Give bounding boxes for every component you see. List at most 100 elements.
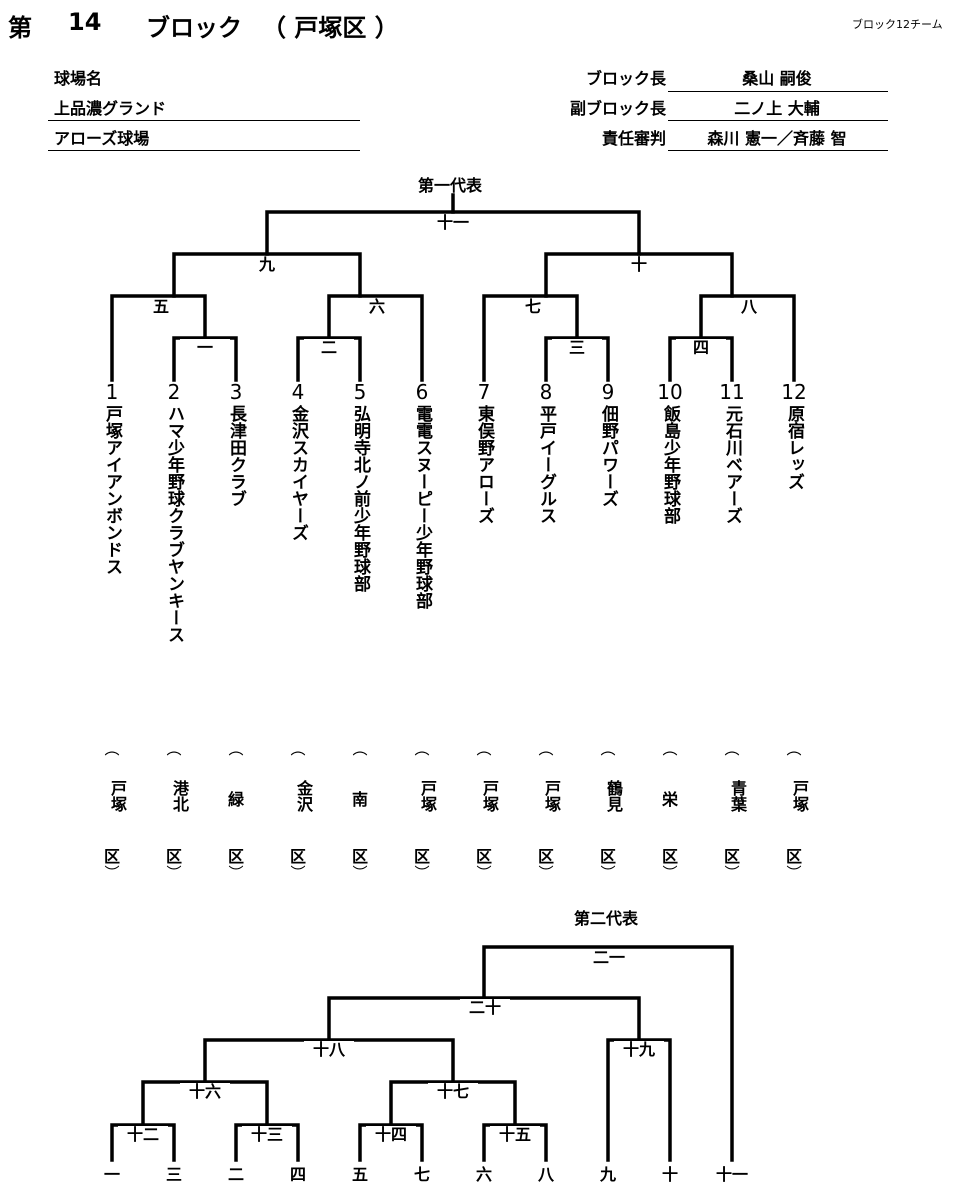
team-number: 10: [657, 380, 683, 404]
team-number: 5: [353, 380, 367, 404]
team-number: 1: [105, 380, 119, 404]
team-name: 金沢スカイヤーズ: [288, 405, 308, 541]
match-label-20: 二十: [460, 999, 510, 1017]
team-ward-ku: 区: [475, 847, 492, 866]
match-label-1: 一: [180, 339, 230, 357]
team-name: 弘明寺北ノ前少年野球部: [350, 405, 370, 592]
bracket2-leaf: 三: [149, 1166, 199, 1184]
bracket2-leaf: 二: [211, 1166, 261, 1184]
ward-paren-close: ︶: [786, 864, 802, 882]
team-ward: 栄: [661, 790, 678, 809]
match-label-6: 六: [352, 298, 402, 316]
match-label-10: 十: [614, 256, 664, 274]
ward-paren-close: ︶: [662, 864, 678, 882]
team-ward: 鶴見: [604, 780, 623, 812]
venue-2: アローズ球場: [54, 129, 150, 148]
match-label-18: 十八: [304, 1041, 354, 1059]
ward-paren-open: ︵: [414, 740, 430, 758]
match-label-11: 十一: [428, 214, 478, 232]
team-ward-ku: 区: [165, 847, 182, 866]
venue-1: 上品濃グランド: [54, 99, 167, 118]
bracket2-leaf: 十: [645, 1166, 695, 1184]
ward-paren-close: ︶: [476, 864, 492, 882]
ward-paren-open: ︵: [724, 740, 740, 758]
team-number: 2: [167, 380, 181, 404]
team-ward: 金沢: [294, 780, 313, 812]
team-ward-ku: 区: [103, 847, 120, 866]
ward-paren-open: ︵: [600, 740, 616, 758]
match-label-12: 十二: [118, 1126, 168, 1144]
block-number: 14: [68, 8, 102, 36]
team-ward: 戸塚: [790, 780, 809, 812]
ward-paren-open: ︵: [538, 740, 554, 758]
ward-paren-open: ︵: [104, 740, 120, 758]
official-role-chief-umpire: 責任審判: [601, 129, 666, 148]
bracket2-leaf: 一: [87, 1166, 137, 1184]
match-label-3: 三: [552, 339, 602, 357]
team-name: ハマ少年野球クラブヤンキース: [164, 405, 184, 643]
official-underline: [668, 91, 888, 92]
team-name: 原宿レッズ: [784, 405, 804, 490]
team-name: 戸塚アイアンボンドス: [102, 405, 122, 575]
team-count-note: ブロック12チーム: [852, 18, 943, 31]
venue-label: 球場名: [54, 69, 103, 88]
match-label-9: 九: [242, 256, 292, 274]
official-name-block-chief: 桑山 嗣俊: [742, 69, 812, 88]
team-ward: 港北: [170, 780, 189, 812]
official-name-vice-chief: 二ノ上 大輔: [734, 99, 820, 118]
match-label-5: 五: [136, 298, 186, 316]
team-ward: 南: [351, 790, 368, 809]
venue-underline: [48, 120, 360, 121]
bracket2-leaf: 八: [521, 1166, 571, 1184]
match-label-13: 十三: [242, 1126, 292, 1144]
team-name: 電電スヌーピー少年野球部: [412, 405, 432, 609]
team-name: 元石川ベアーズ: [722, 405, 742, 524]
match-label-19: 十九: [614, 1041, 664, 1059]
official-name-chief-umpire: 森川 憲一／斉藤 智: [707, 129, 847, 148]
block-word: ブロック: [146, 14, 242, 42]
ward-paren-close: ︶: [414, 864, 430, 882]
bracket2-leaf: 六: [459, 1166, 509, 1184]
team-number: 7: [477, 380, 491, 404]
official-role-block-chief: ブロック長: [585, 69, 666, 88]
match-label-2: 二: [304, 339, 354, 357]
official-underline: [668, 120, 888, 121]
team-ward: 戸塚: [542, 780, 561, 812]
team-ward-ku: 区: [537, 847, 554, 866]
match-label-16: 十六: [180, 1083, 230, 1101]
match-label-8: 八: [724, 298, 774, 316]
team-ward-ku: 区: [351, 847, 368, 866]
ward-paren-close: ︶: [104, 864, 120, 882]
team-ward-ku: 区: [723, 847, 740, 866]
match-label-17: 十七: [428, 1083, 478, 1101]
venue-underline: [48, 150, 360, 151]
official-role-vice-chief: 副ブロック長: [569, 99, 666, 118]
team-ward: 緑: [227, 790, 244, 809]
match-label-21: 二一: [584, 949, 634, 967]
ward-paren-open: ︵: [786, 740, 802, 758]
ward-paren-close: ︶: [538, 864, 554, 882]
bracket2-leaf: 七: [397, 1166, 447, 1184]
team-number: 3: [229, 380, 243, 404]
team-number: 4: [291, 380, 305, 404]
team-ward-ku: 区: [785, 847, 802, 866]
first-representative-label: 第一代表: [418, 176, 483, 195]
team-ward: 戸塚: [480, 780, 499, 812]
match-label-4: 四: [676, 339, 726, 357]
match-label-14: 十四: [366, 1126, 416, 1144]
official-underline: [668, 150, 888, 151]
team-ward: 青葉: [728, 780, 747, 812]
team-name: 飯島少年野球部: [660, 405, 680, 524]
ward-paren-open: ︵: [476, 740, 492, 758]
second-representative-label: 第二代表: [574, 909, 639, 928]
team-number: 6: [415, 380, 429, 404]
bracket2-leaf: 五: [335, 1166, 385, 1184]
bracket2-leaf: 十一: [707, 1166, 757, 1184]
team-number: 12: [781, 380, 807, 404]
team-ward: 戸塚: [418, 780, 437, 812]
ward-paren-close: ︶: [600, 864, 616, 882]
team-ward-ku: 区: [661, 847, 678, 866]
team-ward-ku: 区: [599, 847, 616, 866]
ward-paren-open: ︵: [166, 740, 182, 758]
